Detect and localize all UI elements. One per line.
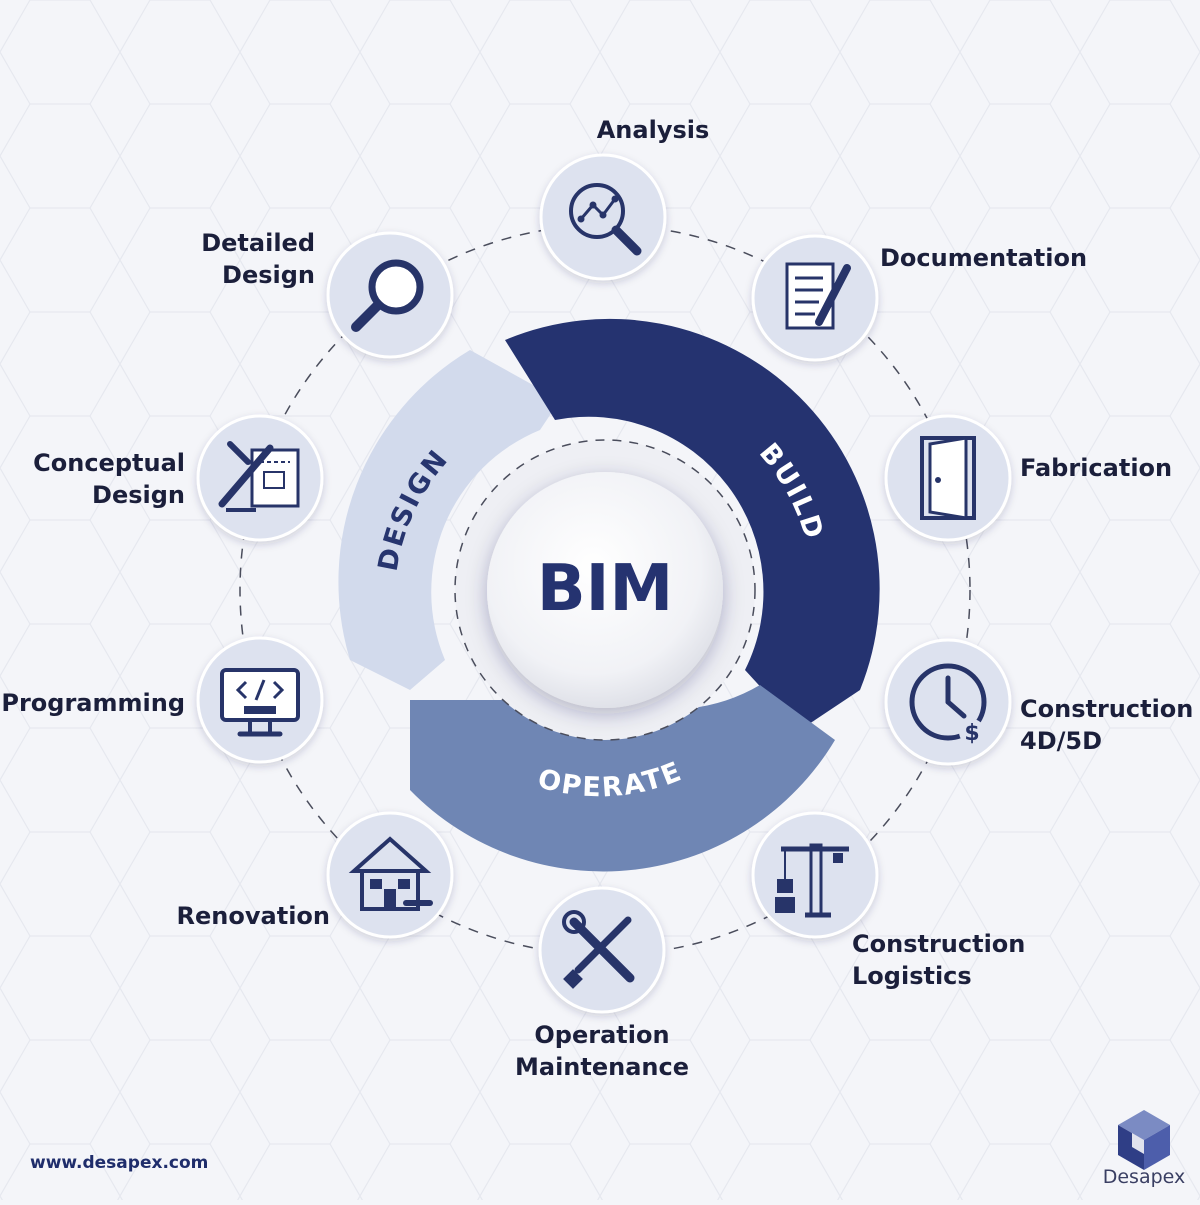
node-fabrication — [884, 414, 1012, 542]
node-label-line: Maintenance — [514, 1053, 689, 1081]
brand-name: Desapex — [1102, 1166, 1186, 1188]
node-construction-4d5d: $ — [884, 638, 1012, 766]
node-label-line: Operation — [534, 1021, 670, 1049]
website-url[interactable]: www.desapex.com — [30, 1153, 209, 1173]
analysis-magnifier-icon — [569, 183, 642, 256]
node-label-line: Analysis — [596, 116, 710, 144]
node-label-renovation: Renovation — [177, 900, 330, 932]
node-label-line: Renovation — [176, 902, 330, 930]
node-label-line: Design — [222, 261, 315, 289]
node-label-line: Conceptual — [33, 449, 185, 477]
magnifying-glass-icon — [351, 259, 424, 332]
node-operation-maintenance — [538, 886, 666, 1014]
node-label-line: Design — [92, 481, 185, 509]
node-renovation — [326, 811, 454, 939]
build-arc — [505, 318, 880, 730]
node-label-construction-4d5d: Construction 4D/5D — [1020, 693, 1193, 757]
node-label-line: Construction — [1020, 695, 1194, 723]
node-label-line: Detailed — [201, 229, 315, 257]
node-label-line: Construction — [852, 930, 1026, 958]
node-label-line: Documentation — [880, 244, 1088, 272]
node-label-line: Programming — [1, 689, 185, 717]
node-label-documentation: Documentation — [880, 242, 1087, 274]
center-label: BIM — [537, 552, 673, 626]
node-construction-logistics — [751, 811, 879, 939]
node-label-analysis: Analysis — [503, 114, 803, 146]
node-label-programming: Programming — [1, 687, 185, 719]
node-label-line: 4D/5D — [1020, 727, 1103, 755]
desapex-logo-icon — [1118, 1110, 1170, 1170]
house-tools-icon — [348, 836, 433, 911]
crane-icon — [775, 843, 849, 918]
document-pen-icon — [785, 262, 851, 330]
drafting-tools-icon — [218, 441, 300, 512]
node-analysis — [539, 153, 667, 281]
node-label-fabrication: Fabrication — [1020, 452, 1172, 484]
phase-ring — [338, 318, 880, 872]
node-documentation — [751, 234, 879, 362]
node-label-line: Logistics — [852, 962, 972, 990]
code-monitor-icon — [220, 668, 300, 737]
door-icon — [920, 436, 976, 520]
node-programming — [196, 636, 324, 764]
center-disc — [487, 472, 723, 708]
node-label-line: Fabrication — [1020, 454, 1173, 482]
node-detailed-design — [326, 231, 454, 359]
operate-arc — [410, 685, 835, 872]
node-conceptual-design — [196, 414, 324, 542]
clock-dollar-icon: $ — [909, 663, 987, 746]
design-arc — [338, 350, 560, 690]
node-circle — [751, 811, 879, 939]
node-group: $ — [196, 153, 1012, 1014]
node-circle — [326, 811, 454, 939]
svg-text:$: $ — [964, 721, 979, 746]
